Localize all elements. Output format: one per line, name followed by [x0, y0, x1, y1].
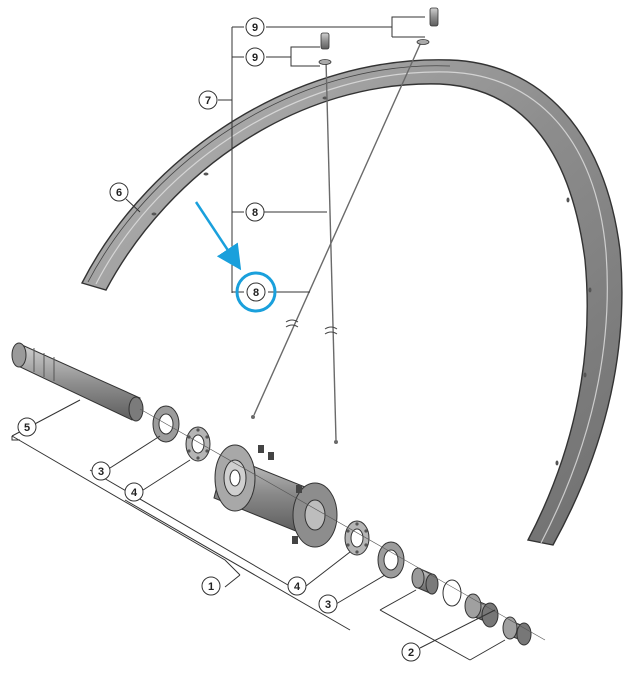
cap-2 — [464, 593, 499, 628]
svg-text:8: 8 — [252, 207, 258, 219]
axis-centerline — [139, 408, 546, 641]
leader-lines — [11, 16, 506, 661]
spokes — [251, 39, 423, 444]
callout-1[interactable]: 1 — [201, 576, 221, 596]
svg-text:9: 9 — [252, 22, 258, 34]
bearing-left — [185, 426, 211, 462]
callout-6[interactable]: 6 — [109, 182, 129, 202]
nipple-top-right — [416, 7, 439, 45]
callout-2[interactable]: 2 — [401, 642, 421, 662]
callout-3-left[interactable]: 3 — [91, 461, 111, 481]
o-ring — [442, 579, 462, 607]
callout-4-right[interactable]: 4 — [287, 576, 307, 596]
callout-layer: 9 9 7 6 8 8 5 3 — [17, 17, 421, 662]
axle — [11, 342, 144, 422]
svg-text:1: 1 — [208, 581, 214, 593]
callout-9-top[interactable]: 9 — [245, 17, 265, 37]
svg-text:4: 4 — [294, 581, 301, 593]
svg-text:2: 2 — [408, 647, 414, 659]
nipples — [318, 7, 439, 65]
svg-text:3: 3 — [325, 599, 331, 611]
callout-4-left[interactable]: 4 — [124, 482, 144, 502]
callout-8-mid[interactable]: 8 — [245, 202, 265, 222]
svg-text:3: 3 — [98, 466, 104, 478]
cap-3 — [502, 616, 532, 646]
callout-9-second[interactable]: 9 — [245, 47, 265, 67]
cap-1 — [411, 567, 439, 595]
svg-text:8: 8 — [253, 287, 259, 299]
callout-8-highlighted[interactable]: 8 — [235, 271, 277, 313]
callout-7[interactable]: 7 — [198, 90, 218, 110]
svg-text:9: 9 — [252, 52, 258, 64]
hub-body — [213, 444, 338, 548]
rim — [80, 59, 623, 546]
svg-text:7: 7 — [205, 95, 211, 107]
svg-text:5: 5 — [24, 422, 30, 434]
highlight-arrow — [194, 201, 242, 271]
svg-text:6: 6 — [116, 187, 122, 199]
nipple-top-center — [318, 32, 332, 65]
locknut-right — [377, 541, 405, 579]
callout-3-right[interactable]: 3 — [318, 594, 338, 614]
svg-text:4: 4 — [131, 487, 138, 499]
callout-5[interactable]: 5 — [17, 417, 37, 437]
bearing-right — [344, 520, 370, 556]
